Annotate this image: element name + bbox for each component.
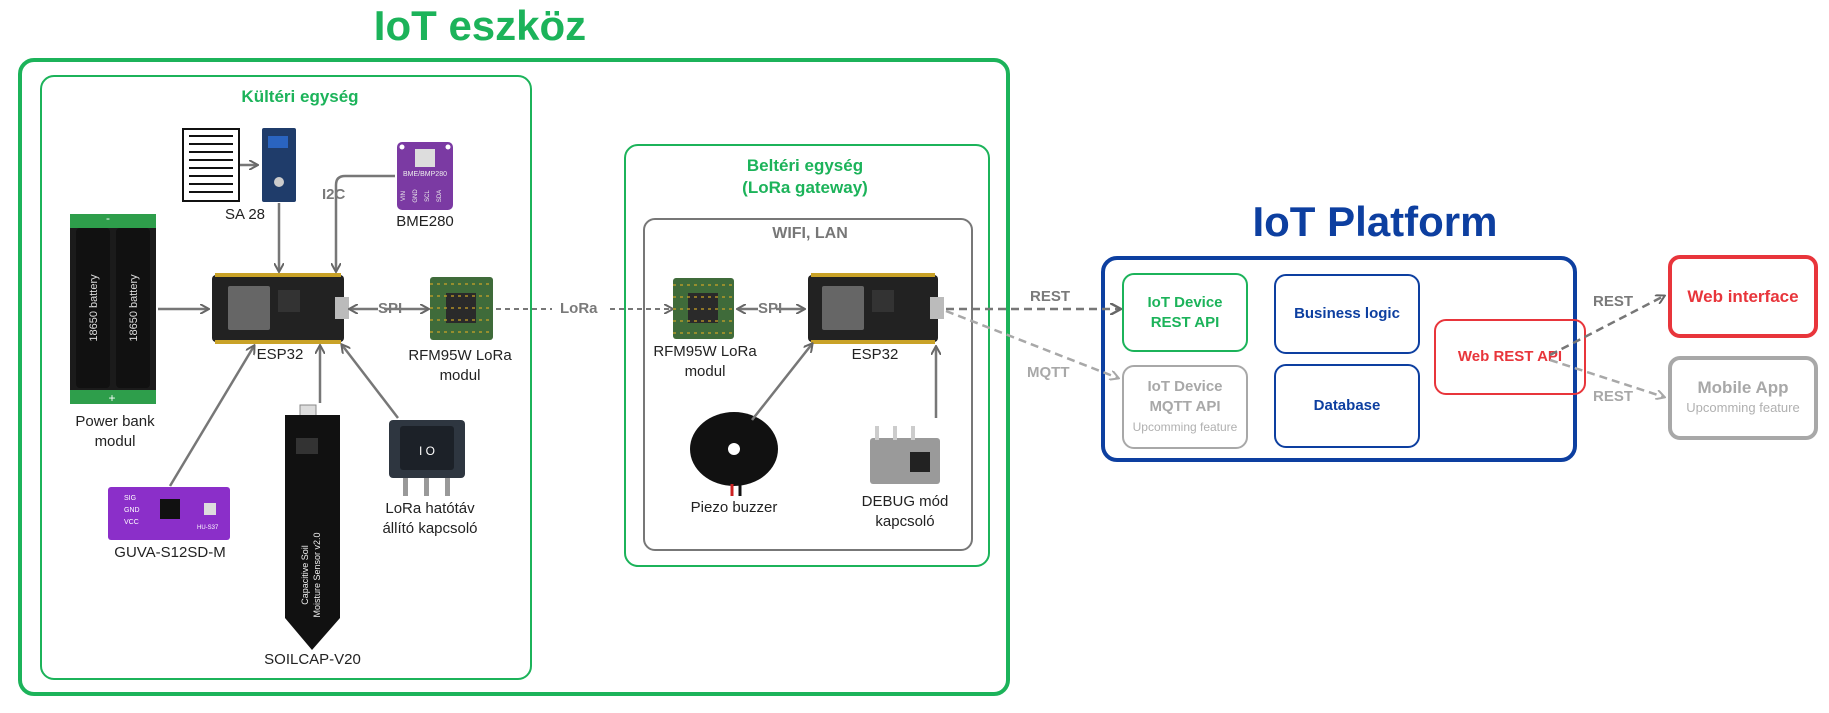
mobile-app-box: Mobile App Upcomming feature [1668, 356, 1818, 440]
debug-slide-switch [870, 426, 940, 484]
rest-mobile-edge-label: REST [1593, 388, 1634, 405]
arrow-switch-to-esp32 [342, 345, 399, 419]
mobile-upcoming-label: Upcomming feature [1686, 400, 1800, 415]
bme-pin-2: SCL [425, 190, 431, 202]
bank-minus-icon: - [106, 211, 110, 225]
iot-device-title: IoT eszköz [373, 2, 587, 49]
outdoor-unit-title: Kültéri egység [241, 87, 359, 106]
guva-uv-sensor [108, 487, 230, 540]
rfm95w-indoor [673, 278, 734, 339]
web-rest-api-box: Web REST API [1434, 319, 1586, 395]
buzzer-label: Piezo buzzer [690, 499, 778, 516]
spi-indoor-label: SPI [758, 300, 783, 317]
mqtt-edge-label: MQTT [1027, 364, 1070, 381]
guva-pin-1: GND [124, 507, 140, 514]
esp32-indoor [808, 273, 944, 344]
iot-device-rest-api: IoT Device REST API [1122, 273, 1248, 352]
esp32-outdoor-label: ESP32 [256, 346, 304, 363]
wifi-lan-label: WIFI, LAN [772, 225, 848, 242]
switch-mark-icon: I O [419, 444, 435, 458]
business-logic-box: Business logic [1274, 274, 1420, 354]
rfm-outdoor-label: RFM95W LoRa modul [408, 347, 512, 384]
battery-label-1: 18650 battery [88, 274, 100, 342]
battery-label-2: 18650 battery [128, 274, 140, 342]
guva-chip-label: HU-S37 [197, 525, 219, 531]
database-box: Database [1274, 364, 1420, 448]
sa28-label: SA 28 [224, 206, 266, 223]
switch-label: LoRa hatótáv állító kapcsoló [382, 500, 478, 537]
rest-web-edge-label: REST [1593, 293, 1634, 310]
soilcap-label: SOILCAP-V20 [264, 651, 361, 668]
lora-link-label: LoRa [560, 300, 598, 317]
rfm-indoor-label: RFM95W LoRa modul [653, 343, 757, 380]
indoor-unit-title: Beltéri egység (LoRa gateway) [742, 156, 868, 197]
iot-device-mqtt-api: IoT Device MQTT API Upcomming feature [1122, 365, 1248, 449]
soil-label-1: Capacitive Soil [300, 545, 310, 605]
piezo-buzzer [690, 412, 778, 496]
rfm95w-outdoor [430, 277, 493, 340]
guva-pin-0: SIG [124, 495, 136, 502]
mqtt-upcoming-label: Upcomming feature [1132, 420, 1238, 434]
bank-plus-icon: + [108, 391, 115, 405]
iot-device-container [18, 58, 1010, 696]
arrow-bme-to-esp32 [336, 174, 395, 271]
arrow-buzzer-to-esp32 [751, 344, 812, 421]
esp32-outdoor [212, 273, 349, 344]
spi-outdoor-label: SPI [378, 300, 403, 317]
mqtt-api-label: IoT Device MQTT API [1147, 378, 1223, 415]
outdoor-unit-box [40, 75, 532, 680]
wifi-lan-box [643, 218, 973, 551]
soil-label-2: Moisture Sensor v2.0 [312, 532, 322, 617]
bme-pin-3: SDA [437, 190, 443, 202]
indoor-unit-box [624, 144, 990, 567]
guva-pin-2: VCC [124, 519, 139, 526]
lora-range-switch: I O [389, 420, 465, 496]
power-bank-label: Power bank modul [75, 413, 155, 450]
rest-edge-label: REST [1030, 288, 1071, 305]
arrow-rest-to-mobile [1549, 358, 1664, 397]
web-interface-box: Web interface [1668, 255, 1818, 338]
iot-platform-container [1101, 256, 1577, 462]
soilcap-sensor [285, 404, 340, 650]
i2c-label: I2C [322, 186, 346, 203]
mobile-app-label: Mobile App [1697, 378, 1789, 397]
esp32-indoor-label: ESP32 [851, 346, 899, 363]
debug-label: DEBUG mód kapcsoló [861, 493, 949, 530]
power-bank-module: - + [70, 211, 156, 405]
sa28-rain-sensor [182, 128, 296, 202]
bme280-label: BME280 [396, 213, 454, 230]
guva-label: GUVA-S12SD-M [114, 544, 226, 561]
bme-pin-0: VIN [401, 191, 407, 201]
arrow-rest-to-web [1549, 296, 1664, 357]
arrow-mqtt-to-platform [945, 309, 1118, 378]
bme-pin-1: GND [413, 189, 419, 203]
iot-platform-title: IoT Platform [1252, 198, 1498, 245]
bme280-sensor [397, 142, 453, 210]
arrow-guva-to-esp32 [168, 346, 254, 487]
bme-chip-label: BME/BMP280 [403, 171, 447, 178]
